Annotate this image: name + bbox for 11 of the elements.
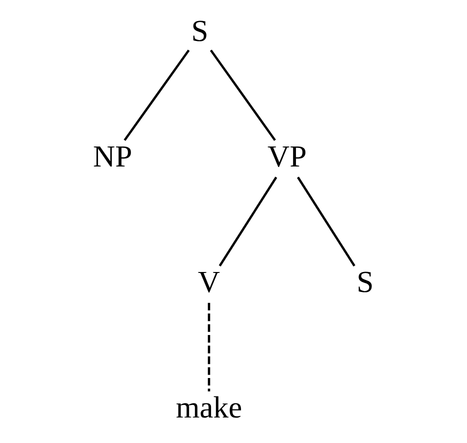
node-text: S (356, 264, 374, 299)
connector (296, 176, 356, 266)
connector (210, 50, 276, 141)
connector (124, 50, 190, 141)
node-text: V (198, 264, 220, 299)
node-text: NP (92, 139, 132, 174)
node-text: S (191, 14, 208, 48)
node-text: VP (268, 139, 307, 174)
connector (218, 176, 278, 266)
node-text: make (176, 390, 242, 424)
connector (208, 302, 210, 392)
